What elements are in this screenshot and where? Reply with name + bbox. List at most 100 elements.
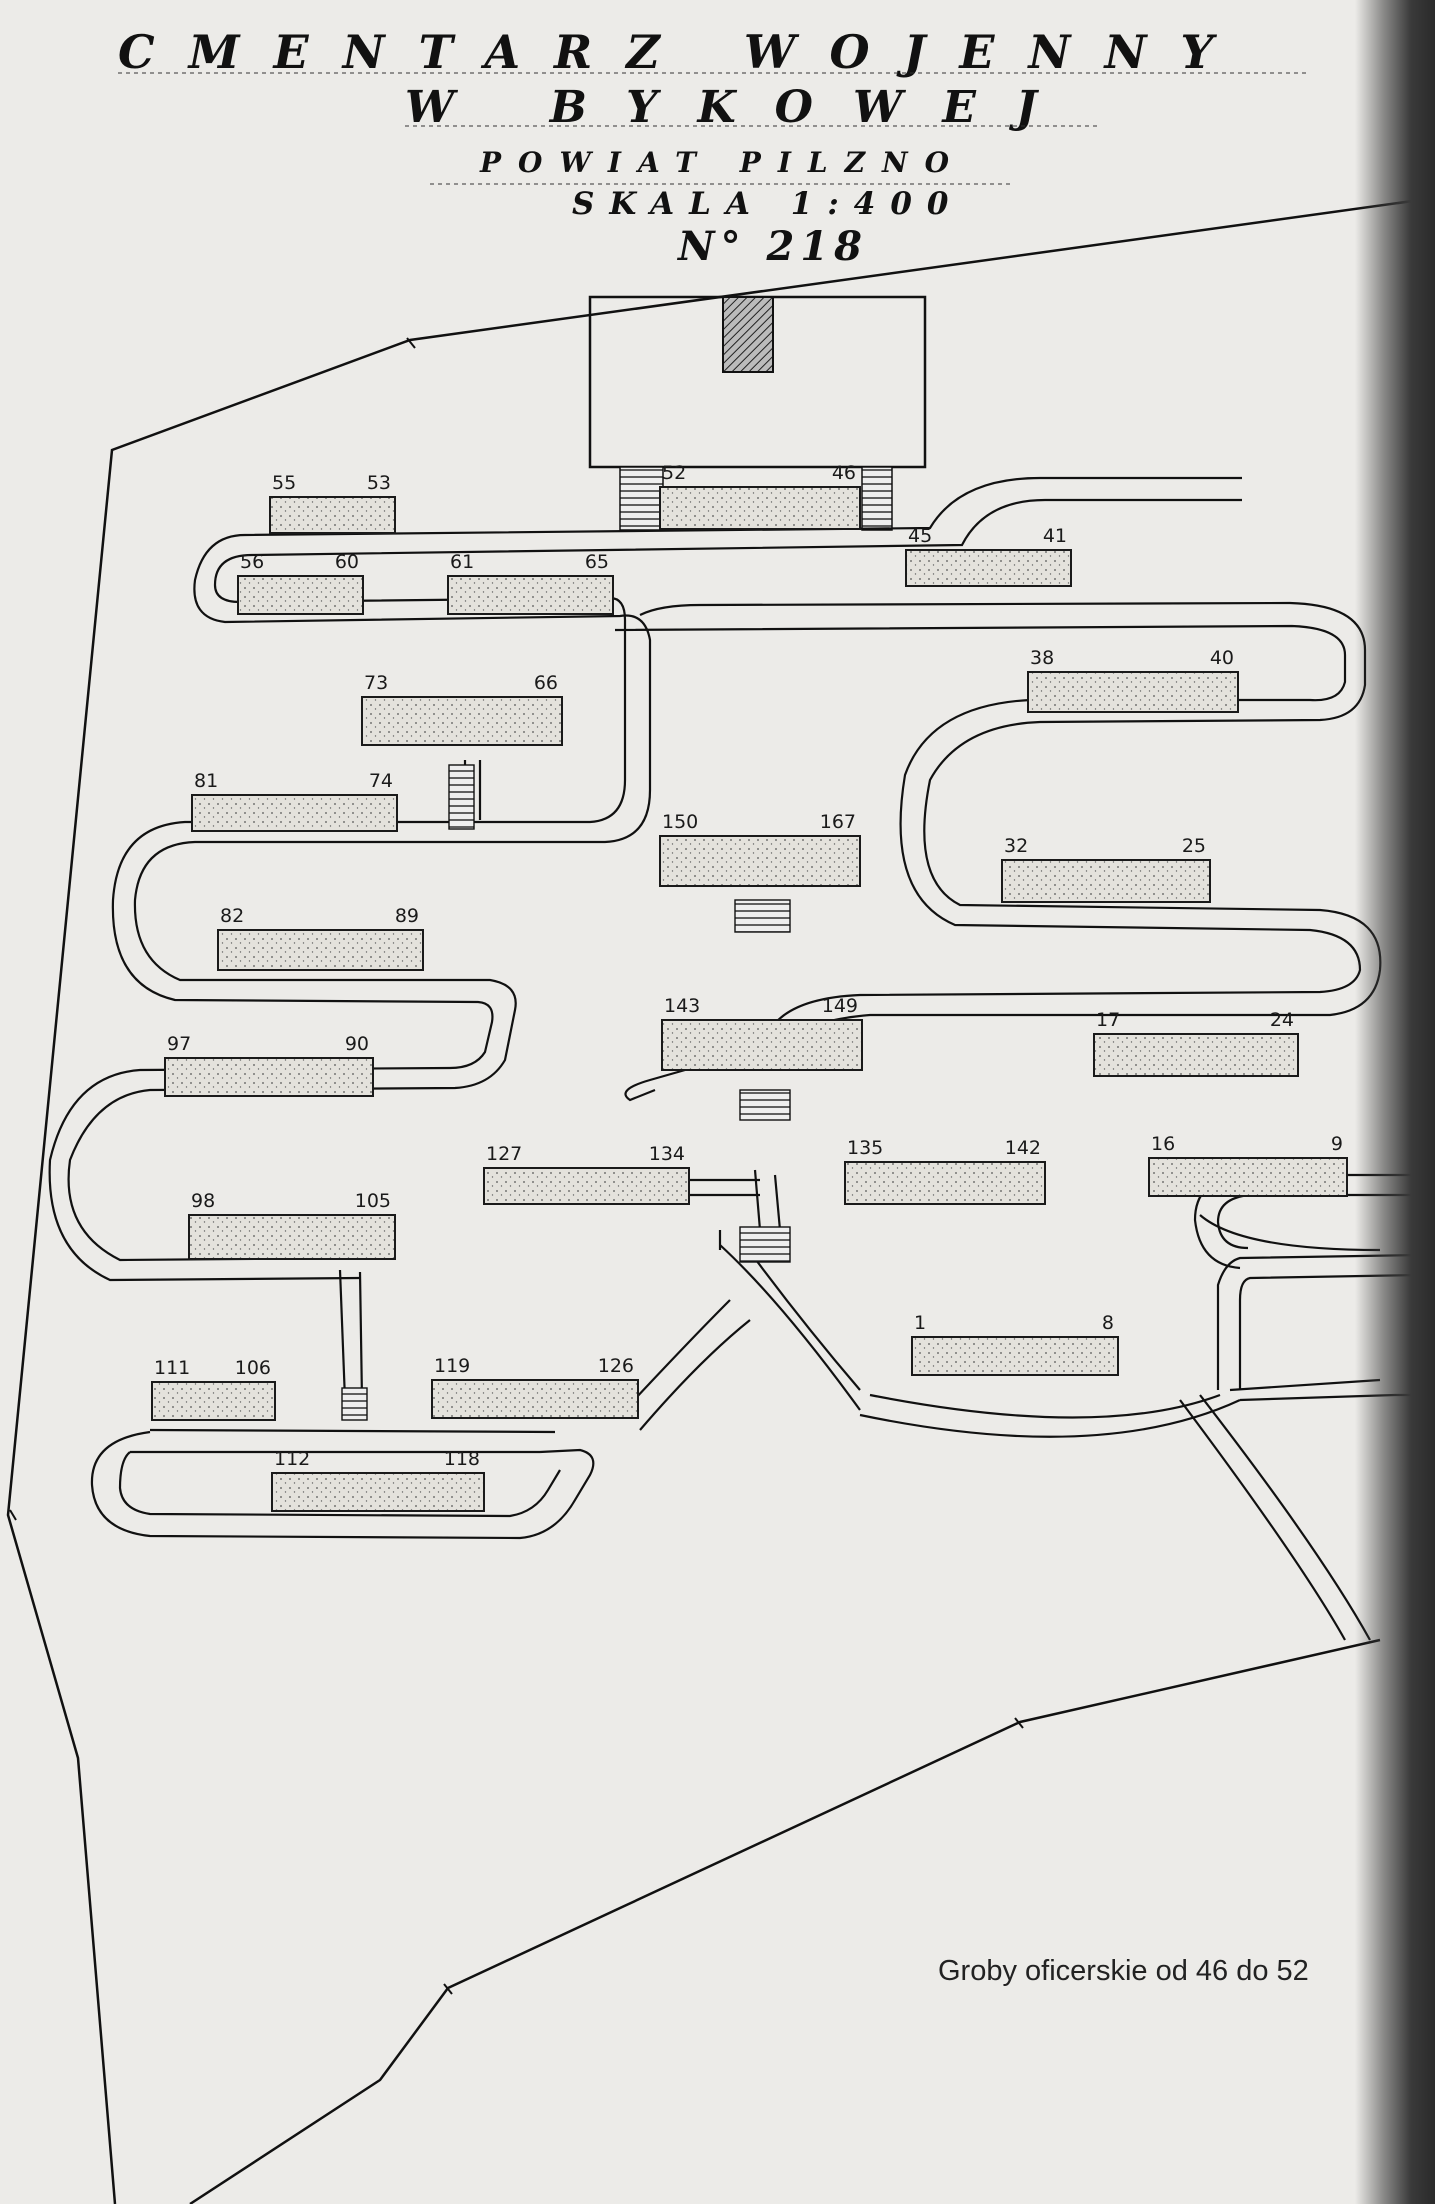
grave-start-number: 111 [154,1357,190,1379]
grave-rectangle [191,794,398,832]
grave-plot: 55 53 [269,472,396,534]
title-line-3: POWIAT PILZNO [479,146,966,179]
grave-plot: 150 167 [659,811,861,887]
grave-rectangle [1001,859,1211,903]
grave-start-number: 150 [662,811,698,833]
grave-start-number: 73 [364,672,388,694]
figure-caption: Groby oficerskie od 46 do 52 [938,1955,1309,1987]
cemetery-boundary [6,198,1421,2204]
grave-start-number: 56 [240,551,264,573]
grave-plot: 111 106 [151,1357,276,1421]
cemetery-boundary-bottom [189,1638,1381,2204]
chapel [588,295,927,531]
grave-start-number: 55 [272,472,296,494]
grave-start-number: 97 [167,1033,191,1055]
grave-end-number: 118 [444,1448,480,1470]
grave-plot: 61 65 [447,551,614,615]
grave-end-number: 40 [1210,647,1234,669]
grave-plot: 52 46 [659,462,861,530]
grave-rectangle [269,496,396,534]
grave-plot: 45 41 [905,525,1072,587]
grave-start-number: 16 [1151,1133,1175,1155]
grave-end-number: 106 [235,1357,271,1379]
grave-start-number: 135 [847,1137,883,1159]
grave-plot: 56 60 [237,551,364,615]
title-block: CMENTARZ WOJENNY W BYKOWEJ POWIAT PILZNO… [118,25,1310,270]
grave-end-number: 46 [832,462,856,484]
grave-start-number: 32 [1004,835,1028,857]
title-line-2: W BYKOWEJ [405,82,1077,133]
boundary-ticks [9,337,1024,1995]
stairs [341,764,791,1421]
grave-rectangle [844,1161,1046,1205]
grave-rectangle [659,486,861,530]
grave-end-number: 89 [395,905,419,927]
grave-rectangle [164,1057,374,1097]
grave-start-number: 127 [486,1143,522,1165]
grave-rectangle [431,1379,639,1419]
grave-end-number: 41 [1043,525,1067,547]
grave-rectangle [1027,671,1239,713]
grave-rectangle [237,575,364,615]
grave-end-number: 24 [1270,1009,1294,1031]
grave-start-number: 82 [220,905,244,927]
grave-plot: 73 66 [361,672,563,746]
grave-end-number: 25 [1182,835,1206,857]
grave-end-number: 149 [822,995,858,1017]
grave-rectangle [361,696,563,746]
title-line-1: CMENTARZ WOJENNY [118,25,1247,79]
grave-rectangle [271,1472,485,1512]
grave-start-number: 143 [664,995,700,1017]
grave-start-number: 38 [1030,647,1054,669]
grave-rectangle [659,835,861,887]
grave-plot: 135 142 [844,1137,1046,1205]
grave-start-number: 52 [662,462,686,484]
grave-rectangle [911,1336,1119,1376]
grave-start-number: 81 [194,770,218,792]
grave-rectangle [1093,1033,1299,1077]
grave-plot: 112 118 [271,1448,485,1512]
grave-plot: 98 105 [188,1190,396,1260]
grave-rectangle [905,549,1072,587]
grave-end-number: 167 [820,811,856,833]
grave-end-number: 66 [534,672,558,694]
grave-rectangle [151,1381,276,1421]
grave-rectangle [217,929,424,971]
grave-plot: 32 25 [1001,835,1211,903]
grave-rectangle [1148,1157,1348,1197]
grave-end-number: 134 [649,1143,685,1165]
grave-plot: 127 134 [483,1143,690,1205]
grave-end-number: 65 [585,551,609,573]
grave-plot: 82 89 [217,905,424,971]
grave-start-number: 45 [908,525,932,547]
title-line-5: N° 218 [676,223,868,270]
grave-end-number: 60 [335,551,359,573]
grave-start-number: 1 [914,1312,926,1334]
grave-start-number: 17 [1096,1009,1120,1031]
grave-plot: 143 149 [661,995,863,1071]
grave-start-number: 112 [274,1448,310,1470]
grave-plot: 119 126 [431,1355,639,1419]
book-binding-shadow [1355,0,1435,2204]
grave-start-number: 61 [450,551,474,573]
grave-end-number: 142 [1005,1137,1041,1159]
grave-rectangle [447,575,614,615]
grave-end-number: 9 [1331,1133,1343,1155]
grave-plot: 38 40 [1027,647,1239,713]
grave-end-number: 53 [367,472,391,494]
grave-end-number: 126 [598,1355,634,1377]
grave-rectangle [483,1167,690,1205]
grave-rectangle [661,1019,863,1071]
grave-start-number: 98 [191,1190,215,1212]
grave-start-number: 119 [434,1355,470,1377]
grave-rectangle [188,1214,396,1260]
grave-end-number: 105 [355,1190,391,1212]
grave-plot: 16 9 [1148,1133,1348,1197]
